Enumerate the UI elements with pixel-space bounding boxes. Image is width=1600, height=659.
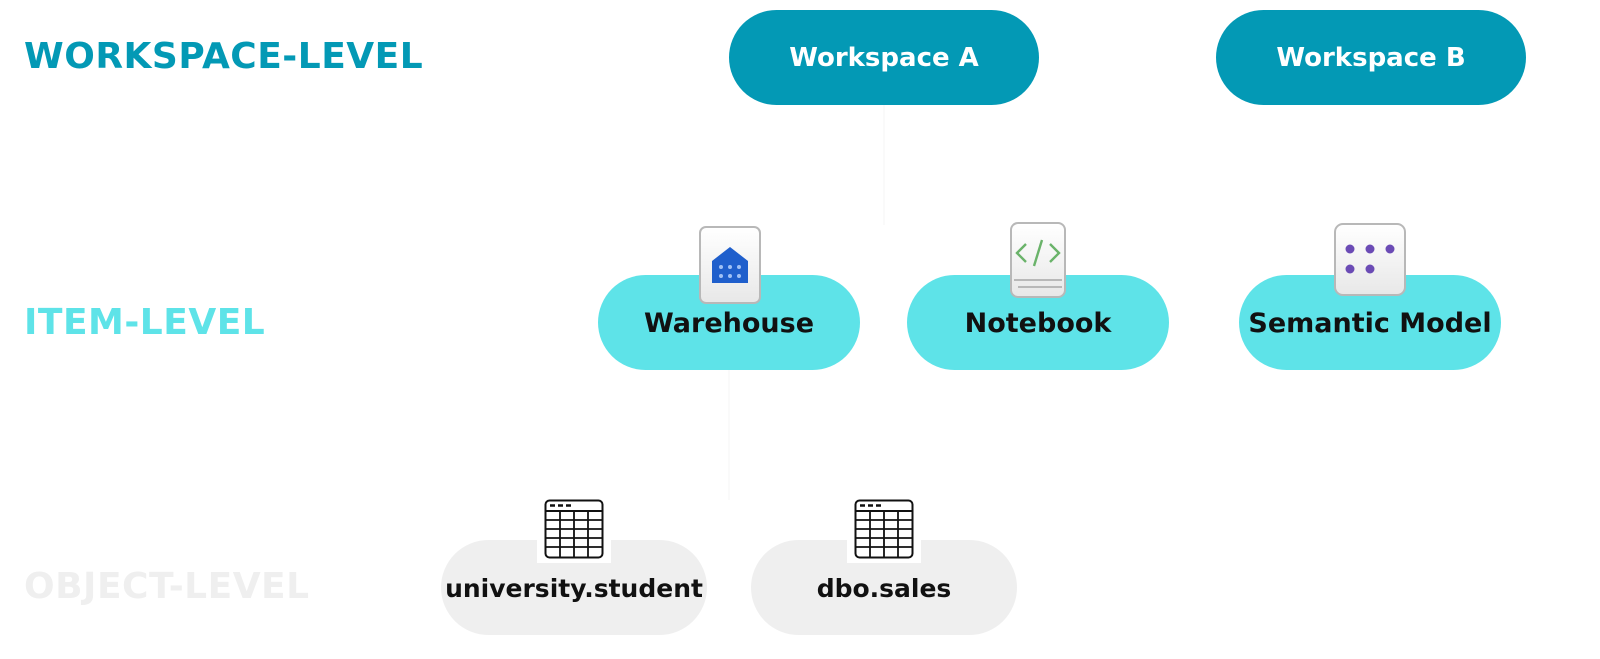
semantic-model-label: Semantic Model [1248, 308, 1492, 339]
notebook-code-icon [1010, 222, 1066, 298]
table-icon [537, 495, 611, 563]
workspace-a-node[interactable]: Workspace A [729, 10, 1039, 105]
dbo-sales-label: dbo.sales [816, 574, 952, 603]
warehouse-label: Warehouse [643, 308, 815, 339]
university-student-label: university.student [445, 574, 703, 603]
workspace-a-label: Workspace A [789, 42, 979, 73]
workspace-b-label: Workspace B [1276, 42, 1466, 73]
workspace-b-node[interactable]: Workspace B [1216, 10, 1526, 105]
notebook-label: Notebook [964, 308, 1112, 339]
item-level-label: ITEM-LEVEL [24, 302, 266, 343]
warehouse-icon [699, 226, 761, 304]
notebook-node[interactable]: Notebook [907, 275, 1169, 370]
table-icon [847, 495, 921, 563]
semantic-model-node[interactable]: Semantic Model [1239, 275, 1501, 370]
semantic-model-icon [1334, 223, 1406, 296]
object-level-label: OBJECT-LEVEL [24, 566, 310, 607]
workspace-level-label: WORKSPACE-LEVEL [24, 36, 424, 77]
